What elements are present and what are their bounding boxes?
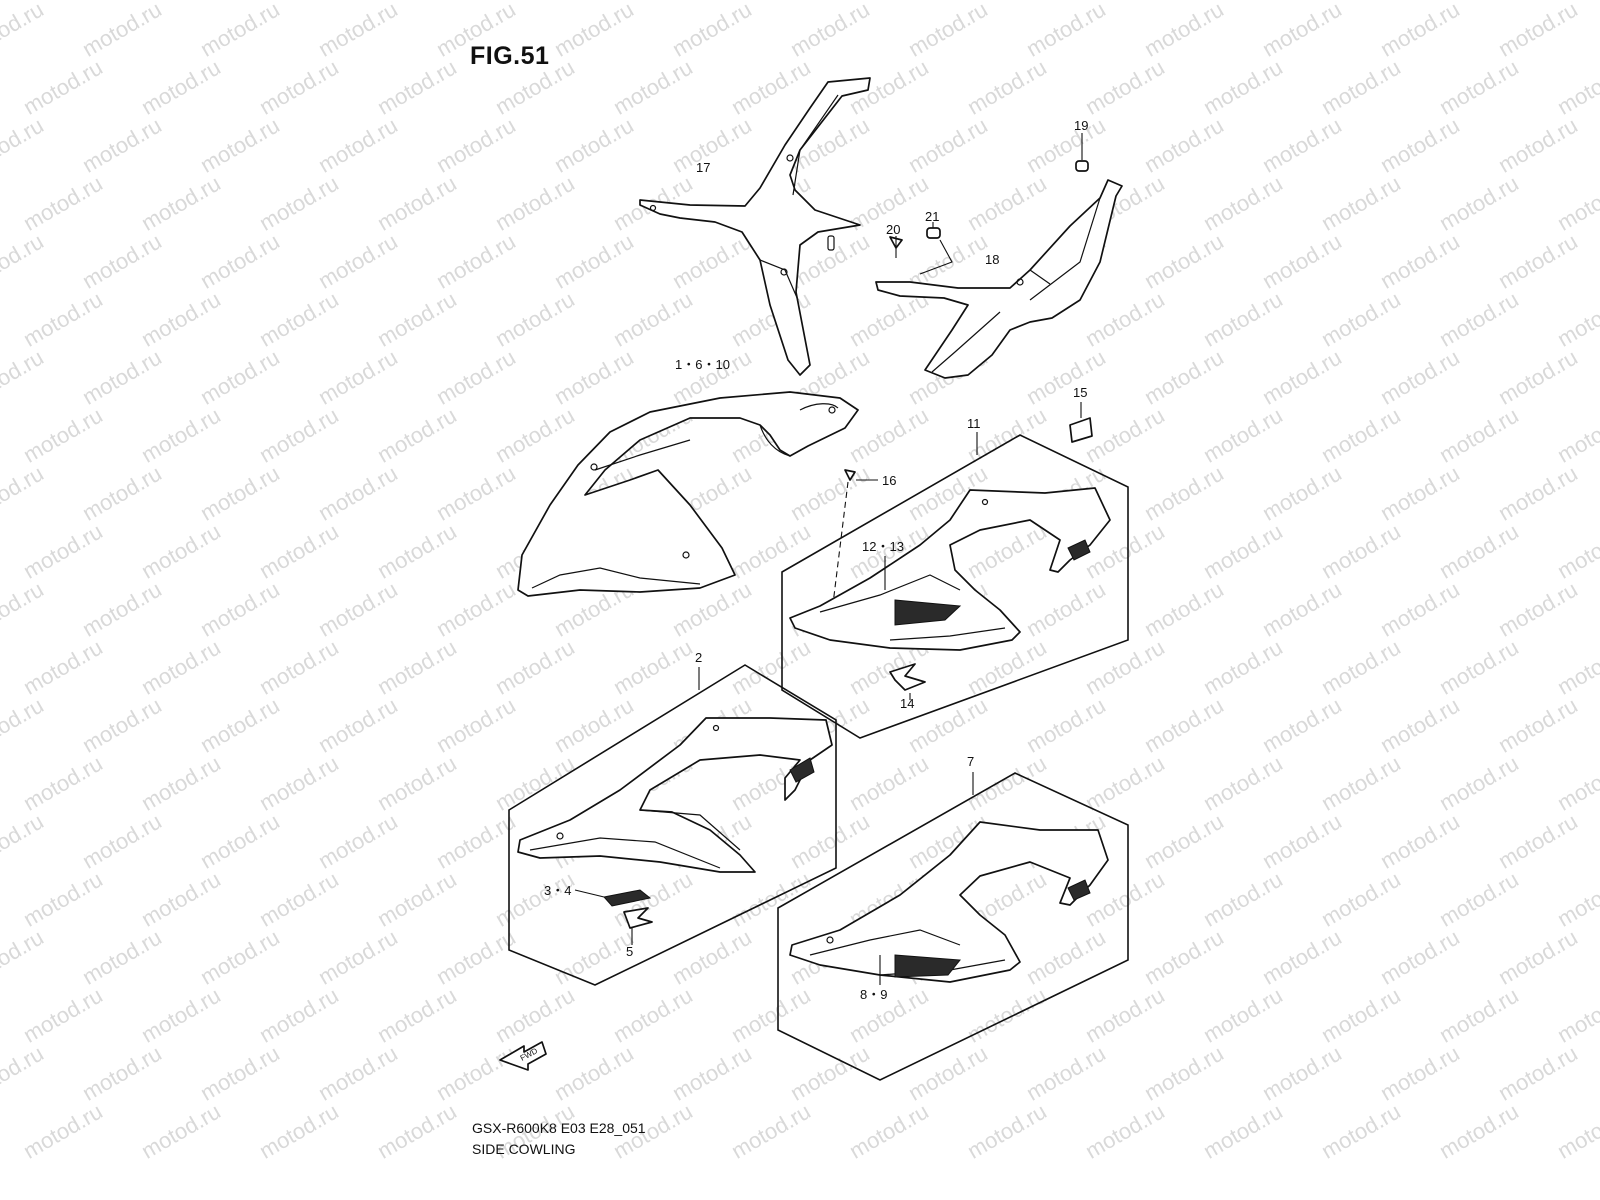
box-2-panel-set xyxy=(508,664,837,986)
part-5-emblem xyxy=(623,907,653,929)
part-15-clip xyxy=(1069,402,1093,443)
part-1-6-10-side-cowling xyxy=(517,391,859,597)
callout-11: 11 xyxy=(967,416,981,431)
callout-14: 14 xyxy=(900,696,915,711)
callout-12-13: 12・13 xyxy=(862,539,904,554)
callout-21: 21 xyxy=(925,209,940,224)
part-19-grommet xyxy=(1075,133,1089,172)
callout-2: 2 xyxy=(695,650,703,665)
part-21-nut xyxy=(919,222,953,275)
callout-18: 18 xyxy=(985,252,1000,267)
box-7-panel-set xyxy=(777,772,1129,1081)
section-title: SIDE COWLING xyxy=(472,1141,576,1157)
callout-5: 5 xyxy=(626,944,634,959)
part-20-screw xyxy=(889,236,903,258)
callout-1-6-10: 1・6・10 xyxy=(675,357,730,372)
part-18-lower-panel xyxy=(875,179,1123,379)
callout-15: 15 xyxy=(1073,385,1088,400)
callout-3-4: 3・4 xyxy=(544,883,572,898)
part-3-4-decal xyxy=(603,889,652,907)
callout-19: 19 xyxy=(1074,118,1089,133)
part-16-screw xyxy=(831,469,878,613)
callout-7: 7 xyxy=(967,754,975,769)
callout-16: 16 xyxy=(882,473,897,488)
callout-20: 20 xyxy=(886,222,901,237)
part-17-inner-bracket xyxy=(639,77,871,376)
model-code: GSX-R600K8 E03 E28_051 xyxy=(472,1120,646,1136)
figure-title: FIG.51 xyxy=(470,42,550,70)
front-direction-arrow-icon: FWD xyxy=(499,1041,547,1071)
callout-17: 17 xyxy=(696,160,711,175)
part-14-decal xyxy=(889,663,926,691)
callout-8-9: 8・9 xyxy=(860,987,888,1002)
box-11-panel-set xyxy=(781,432,1129,739)
